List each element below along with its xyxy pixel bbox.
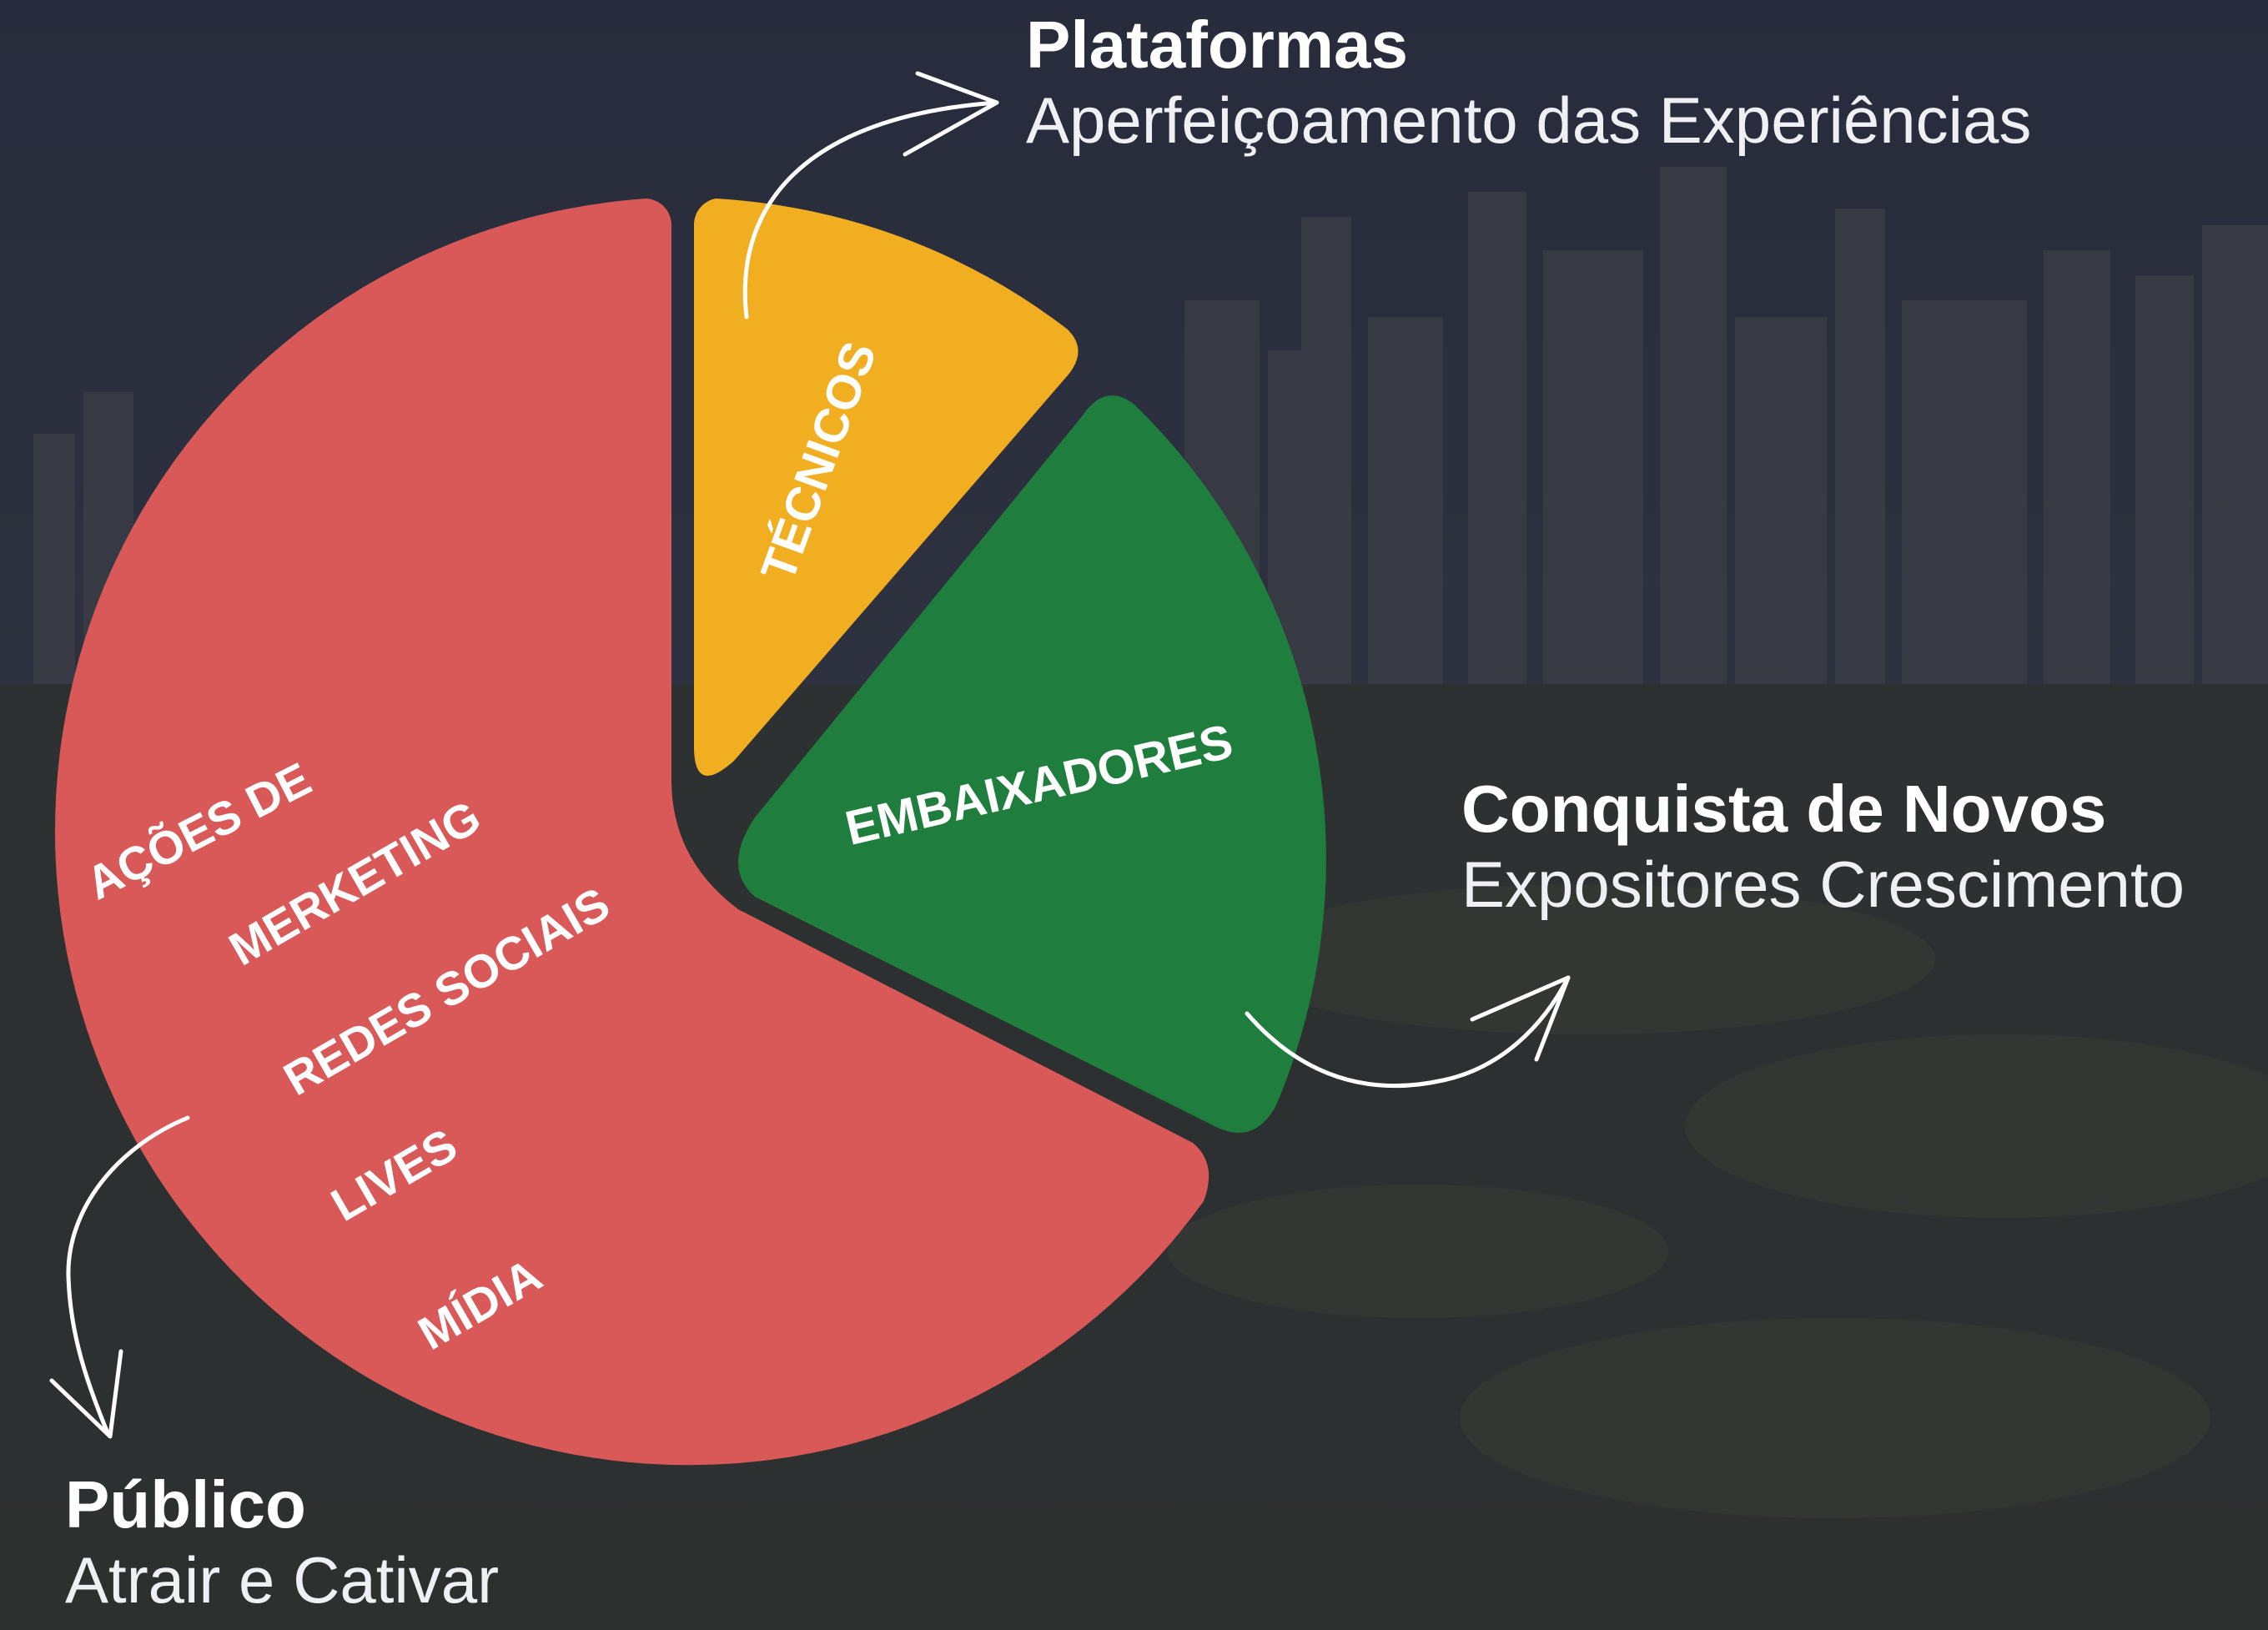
arrow-to-conquista-icon — [1245, 975, 1571, 1089]
plataformas-subtitle: Aperfeiçoamento das Experiências — [1026, 83, 2032, 157]
publico-caption: Público Atrair e Cativar — [65, 1466, 499, 1618]
arrow-to-plataformas-icon — [742, 71, 999, 319]
publico-title: Público — [65, 1467, 306, 1542]
publico-subtitle: Atrair e Cativar — [65, 1543, 500, 1617]
conquista-subtitle: Expositores Crescimento — [1461, 848, 2185, 921]
embaixadores-slice — [738, 395, 1326, 1133]
tecnicos-slice — [693, 199, 1079, 776]
conquista-title: Conquista de Novos — [1461, 772, 2107, 846]
plataformas-caption: Plataformas Aperfeiçoamento das Experiên… — [1026, 7, 2031, 158]
conquista-caption: Conquista de Novos Expositores Crescimen… — [1461, 771, 2185, 923]
plataformas-title: Plataformas — [1026, 8, 1408, 82]
arrow-to-publico-icon — [49, 1115, 190, 1439]
publico-slice — [54, 199, 1209, 1466]
